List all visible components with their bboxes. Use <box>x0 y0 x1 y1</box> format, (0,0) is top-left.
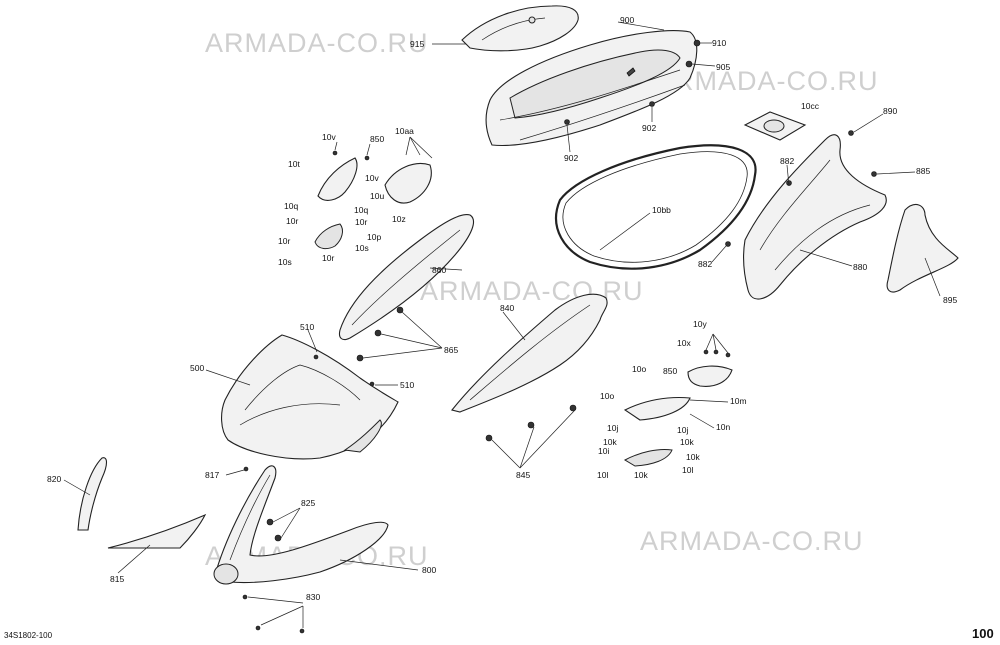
callout-10r: 10r <box>278 236 290 246</box>
part-815-trim <box>107 513 207 549</box>
callout-10aa: 10aa <box>395 126 414 136</box>
callout-882: 882 <box>698 259 712 269</box>
callout-10t: 10t <box>288 159 300 169</box>
callout-882: 882 <box>780 156 794 166</box>
callout-510: 510 <box>300 322 314 332</box>
callout-890: 890 <box>883 106 897 116</box>
callout-885: 885 <box>916 166 930 176</box>
callout-10p: 10p <box>367 232 381 242</box>
callout-820: 820 <box>47 474 61 484</box>
callout-900: 900 <box>620 15 634 25</box>
callout-815: 815 <box>110 574 124 584</box>
callout-10z: 10z <box>392 214 406 224</box>
callout-10j: 10j <box>677 425 688 435</box>
watermark: ARMADA-CO.RU <box>640 526 864 556</box>
callout-850: 850 <box>370 134 384 144</box>
callout-10cc: 10cc <box>801 101 820 111</box>
callout-910: 910 <box>712 38 726 48</box>
callout-10j: 10j <box>607 423 618 433</box>
part-900-rear-body <box>485 30 698 147</box>
watermark: ARMADA-CO.RU <box>205 28 429 58</box>
callout-845: 845 <box>516 470 530 480</box>
callout-10u: 10u <box>370 191 384 201</box>
callout-880: 880 <box>853 262 867 272</box>
callout-10r: 10r <box>355 217 367 227</box>
callout-800: 800 <box>422 565 436 575</box>
callout-10y: 10y <box>693 319 707 329</box>
part-880-side-panel <box>743 134 887 300</box>
part-500-front-hood <box>221 334 399 460</box>
callout-10l: 10l <box>597 470 608 480</box>
callout-labels: 915 900 910 905 902 902 890 10cc 882 885… <box>47 15 957 602</box>
callout-840: 840 <box>500 303 514 313</box>
callout-500: 500 <box>190 363 204 373</box>
callout-10k: 10k <box>686 452 700 462</box>
part-10cc-plate <box>743 111 807 141</box>
callout-10k: 10k <box>680 437 694 447</box>
callout-817: 817 <box>205 470 219 480</box>
callout-830: 830 <box>306 592 320 602</box>
callout-902: 902 <box>564 153 578 163</box>
part-840-side-panel <box>451 293 608 413</box>
part-860-side-strip <box>338 214 474 341</box>
callout-905: 905 <box>716 62 730 72</box>
callout-10s: 10s <box>278 257 292 267</box>
callout-10l: 10l <box>682 465 693 475</box>
part-800-front-bumper <box>213 465 389 585</box>
callout-10r: 10r <box>322 253 334 263</box>
page-number: 100 <box>972 626 994 641</box>
callout-10o: 10o <box>632 364 646 374</box>
callout-10o: 10o <box>600 391 614 401</box>
callout-865: 865 <box>444 345 458 355</box>
bracket-assembly-upper <box>314 157 432 250</box>
callout-10k: 10k <box>634 470 648 480</box>
callout-10r: 10r <box>286 216 298 226</box>
hardware-fasteners <box>242 39 877 634</box>
bracket-assembly-right <box>623 365 733 467</box>
callout-10v: 10v <box>322 132 336 142</box>
part-915-lid-panel <box>461 5 579 52</box>
callout-510: 510 <box>400 380 414 390</box>
callout-850: 850 <box>663 366 677 376</box>
callout-902: 902 <box>642 123 656 133</box>
callout-825: 825 <box>301 498 315 508</box>
callout-915: 915 <box>410 39 424 49</box>
callout-10q: 10q <box>354 205 368 215</box>
callout-10s: 10s <box>355 243 369 253</box>
reference-code: 34S1802-100 <box>4 631 53 640</box>
callout-895: 895 <box>943 295 957 305</box>
watermark: ARMADA-CO.RU <box>420 276 644 306</box>
callout-10i: 10i <box>598 446 609 456</box>
callout-10x: 10x <box>677 338 691 348</box>
part-895-side-trim <box>886 204 959 293</box>
callout-10k: 10k <box>603 437 617 447</box>
callout-10v: 10v <box>365 173 379 183</box>
callout-860: 860 <box>432 265 446 275</box>
callout-10bb: 10bb <box>652 205 671 215</box>
callout-10q: 10q <box>284 201 298 211</box>
part-10bb-gasket <box>555 144 757 270</box>
callout-10n: 10n <box>716 422 730 432</box>
leader-lines <box>63 21 941 628</box>
part-820-trim <box>77 457 108 531</box>
callout-10m: 10m <box>730 396 747 406</box>
